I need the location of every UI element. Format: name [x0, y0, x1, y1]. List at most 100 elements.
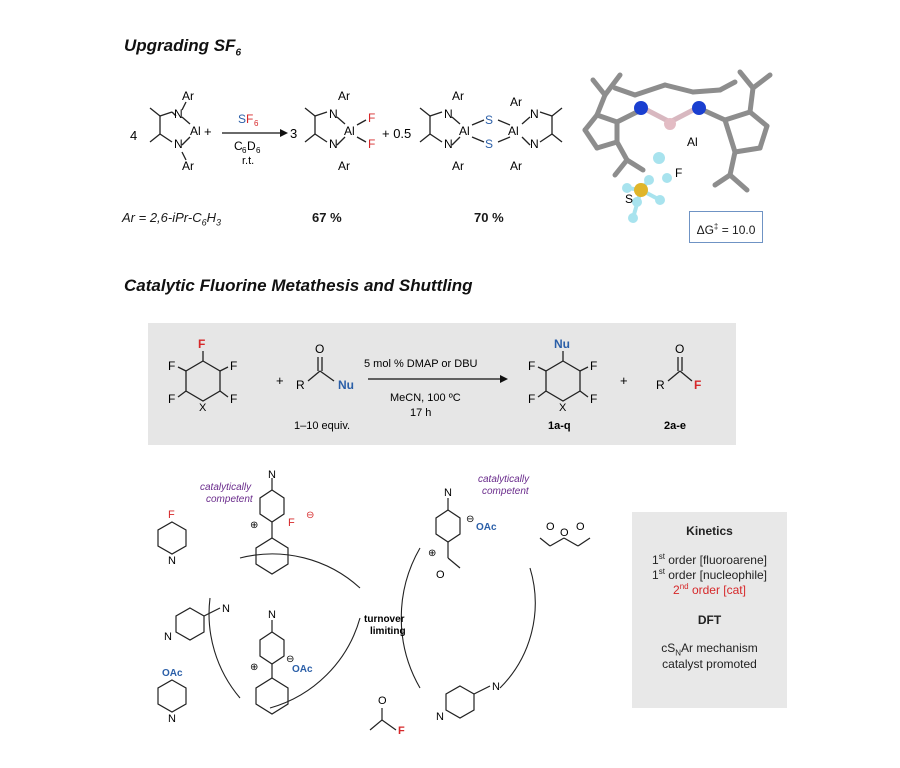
svg-text:F: F — [694, 378, 701, 392]
svg-text:⊖: ⊖ — [286, 654, 294, 665]
svg-text:Al: Al — [190, 124, 201, 138]
svg-text:F: F — [168, 392, 175, 406]
svg-text:F: F — [288, 517, 295, 529]
sulfur-atom — [634, 183, 648, 197]
svg-text:F: F — [590, 359, 597, 373]
svg-text:catalytically: catalytically — [478, 474, 530, 485]
svg-text:1a-q: 1a-q — [548, 420, 571, 432]
svg-text:Ar: Ar — [452, 159, 464, 173]
svg-text:F: F — [528, 392, 535, 406]
yield-dimer: 70 % — [474, 210, 504, 225]
svg-text:Al: Al — [508, 124, 519, 138]
svg-text:competent: competent — [206, 494, 254, 505]
svg-text:F: F — [198, 337, 205, 351]
svg-text:6: 6 — [256, 146, 261, 155]
svg-text:O: O — [436, 569, 445, 581]
reactant-coefficient: 4 — [130, 128, 137, 143]
svg-text:O: O — [378, 695, 387, 707]
svg-text:N: N — [444, 487, 452, 499]
metathesis-scheme-panel — [148, 323, 736, 445]
svg-text:N: N — [222, 603, 230, 615]
svg-text:Ar: Ar — [452, 89, 464, 103]
svg-text:F: F — [675, 166, 682, 180]
svg-text:Al: Al — [687, 135, 698, 149]
svg-text:N: N — [168, 555, 176, 567]
svg-text:O: O — [576, 521, 585, 533]
svg-text:OAc: OAc — [162, 668, 183, 679]
svg-text:N: N — [164, 631, 172, 643]
svg-text:N: N — [530, 137, 539, 151]
svg-text:⊕: ⊕ — [250, 662, 258, 673]
svg-text:OAc: OAc — [292, 664, 313, 675]
svg-text:N: N — [174, 137, 183, 151]
svg-text:F: F — [398, 725, 405, 737]
svg-text:Ar: Ar — [338, 159, 350, 173]
svg-text:F: F — [230, 392, 237, 406]
svg-text:N: N — [174, 107, 183, 121]
delta-g-box: ΔG‡ = 10.0 — [689, 211, 763, 243]
kinetics-line-1: 1st order [fluoroarene] — [652, 552, 767, 567]
svg-text:R: R — [656, 378, 665, 392]
svg-text:N: N — [530, 107, 539, 121]
svg-text:N: N — [329, 137, 338, 151]
nacnac-al-reactant — [149, 101, 191, 161]
nitrogen-atom-left — [634, 101, 648, 115]
svg-text:6: 6 — [254, 119, 259, 128]
svg-text:S: S — [625, 192, 633, 206]
svg-text:N: N — [329, 107, 338, 121]
svg-text:+ 0.5: + 0.5 — [382, 126, 411, 141]
svg-text:Ar: Ar — [510, 159, 522, 173]
transition-state-model: Al F S — [582, 69, 773, 223]
svg-text:S: S — [485, 113, 493, 127]
svg-text:F: F — [590, 392, 597, 406]
svg-text:O: O — [315, 342, 324, 356]
svg-text:N: N — [168, 713, 176, 725]
svg-text:N: N — [444, 107, 453, 121]
svg-text:N: N — [444, 137, 453, 151]
svg-text:⊕: ⊕ — [250, 520, 258, 531]
svg-text:⊖: ⊖ — [466, 514, 474, 525]
svg-text:N: N — [436, 711, 444, 723]
svg-text:X: X — [559, 402, 567, 414]
svg-text:S: S — [238, 112, 246, 126]
section2-title: Catalytic Fluorine Metathesis and Shuttl… — [124, 276, 473, 295]
svg-text:F: F — [168, 509, 175, 521]
svg-text:2a-e: 2a-e — [664, 420, 686, 432]
svg-text:O: O — [546, 521, 555, 533]
svg-text:Ar: Ar — [182, 89, 194, 103]
catalytic-cycle: catalytically competent catalytically co… — [157, 469, 591, 737]
svg-text:Ar: Ar — [182, 159, 194, 173]
svg-text:X: X — [199, 402, 207, 414]
svg-text:6: 6 — [242, 146, 247, 155]
svg-text:N: N — [268, 609, 276, 621]
svg-text:17 h: 17 h — [410, 407, 431, 419]
dft-title: DFT — [697, 613, 722, 627]
svg-text:+: + — [204, 124, 212, 139]
svg-text:OAc: OAc — [476, 522, 497, 533]
svg-text:⊕: ⊕ — [428, 548, 436, 559]
metathesis-scheme: F F F F F X + O R Nu 1–10 equiv. 5 mol %… — [168, 337, 701, 432]
svg-text:+: + — [620, 373, 628, 388]
svg-text:F: F — [230, 359, 237, 373]
svg-text:O: O — [675, 342, 684, 356]
svg-text:F: F — [168, 359, 175, 373]
svg-text:Ar: Ar — [510, 95, 522, 109]
section1-title: Upgrading SF6 — [124, 36, 242, 59]
svg-text:3: 3 — [290, 126, 297, 141]
svg-text:+: + — [276, 373, 284, 388]
ar-definition: Ar = 2,6-iPr-C6H3 — [122, 210, 222, 228]
kinetics-line-3: 2nd order [cat] — [673, 582, 746, 597]
svg-text:1–10 equiv.: 1–10 equiv. — [294, 420, 350, 432]
svg-text:r.t.: r.t. — [242, 155, 254, 167]
svg-text:turnover: turnover — [364, 614, 405, 625]
svg-text:MeCN, 100 ºC: MeCN, 100 ºC — [390, 392, 461, 404]
svg-text:N: N — [268, 469, 276, 481]
svg-text:competent: competent — [482, 486, 530, 497]
aluminum-atom — [664, 118, 676, 130]
dft-line-1: cSNAr mechanism — [661, 641, 758, 658]
svg-text:⊖: ⊖ — [306, 510, 314, 521]
svg-text:N: N — [492, 681, 500, 693]
svg-text:O: O — [560, 527, 569, 539]
kinetics-line-2: 1st order [nucleophile] — [652, 567, 767, 582]
sf6-reaction-scheme: 4 N N Al Ar Ar + S F 6 C 6 D 6 r.t. 3 N … — [130, 89, 563, 173]
